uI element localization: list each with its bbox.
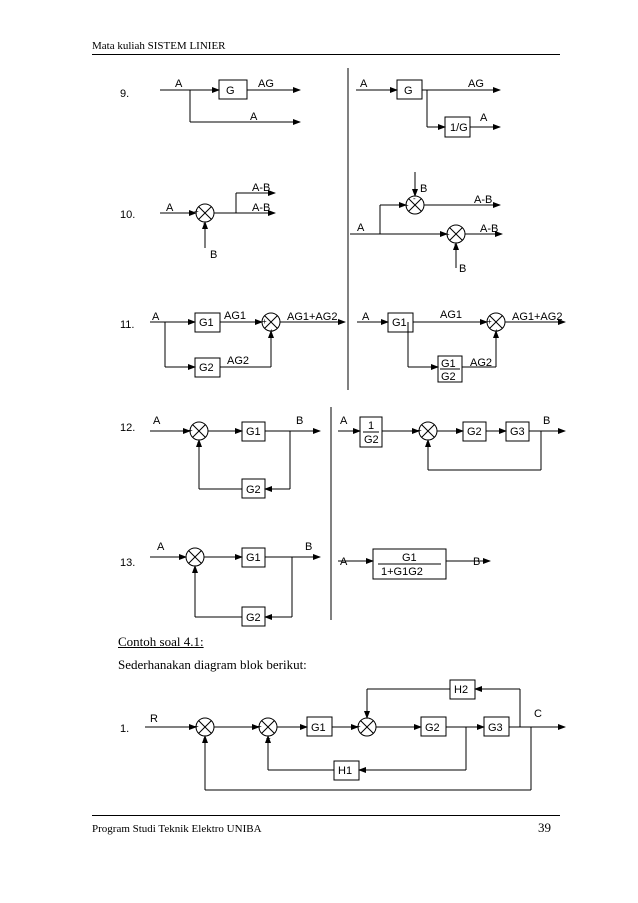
r12l-label-a: A — [153, 415, 161, 427]
r10l-label-amb2: A-B — [252, 202, 270, 214]
r10r-label-a: A — [357, 222, 365, 234]
r10r-label-b-top: B — [420, 183, 427, 195]
r11r-block-g1-inner: G1 — [441, 358, 456, 370]
r10r-bottom-plus: + — [445, 230, 450, 239]
ex1-label-r: R — [150, 713, 158, 725]
r9l-label-a2: A — [250, 111, 258, 123]
ex1-block-g2: G2 — [425, 722, 440, 734]
r13r-label-b: B — [473, 556, 480, 568]
r10r-label-amb1: A-B — [474, 194, 492, 206]
r11r-plus2: + — [494, 327, 499, 336]
ex1-block-g1: G1 — [311, 722, 326, 734]
footer-rule — [92, 815, 560, 816]
row-number-13: 13. — [120, 557, 135, 569]
header-title: Mata kuliah SISTEM LINIER — [92, 40, 226, 52]
r11r-block-g2-inner: G2 — [441, 371, 456, 383]
r12r-plus: + — [417, 426, 422, 435]
r9r-block-g: G — [404, 85, 413, 97]
r11r-label-sum: AG1+AG2 — [512, 311, 562, 323]
r9r-label-a2: A — [480, 112, 488, 124]
r10r-top-minus: - — [413, 194, 416, 203]
ex1-s2-plus: + — [257, 722, 262, 731]
r9r-label-a: A — [360, 78, 368, 90]
row-number-10: 10. — [120, 209, 135, 221]
r9r-block-invg: 1/G — [450, 122, 468, 134]
r11l-block-g1: G1 — [199, 317, 214, 329]
r12r-block-one: 1 — [368, 420, 374, 432]
ex1-block-g3: G3 — [488, 722, 503, 734]
r11l-label-ag2: AG2 — [227, 355, 249, 367]
r10r-bottom-minus: - — [454, 240, 457, 249]
r11r-label-a: A — [362, 311, 370, 323]
r12l-minus: - — [197, 438, 200, 447]
row-number-9: 9. — [120, 88, 129, 100]
r11l-plus2: + — [269, 327, 274, 336]
r13l-block-g2: G2 — [246, 612, 261, 624]
r9l-label-a: A — [175, 78, 183, 90]
example-heading: Contoh soal 4.1: — [118, 634, 204, 649]
r13r-block-g1: G1 — [402, 552, 417, 564]
r10l-minus: - — [203, 219, 206, 228]
r11r-label-ag1: AG1 — [440, 309, 462, 321]
ex1-block-h2: H2 — [454, 684, 468, 696]
r13r-label-a: A — [340, 556, 348, 568]
r10l-plus: + — [194, 207, 199, 216]
ex1-s1-plus: + — [194, 722, 199, 731]
r11l-plus1: + — [262, 317, 267, 326]
ex1-s3-minus: - — [369, 714, 372, 723]
r10l-label-a: A — [166, 202, 174, 214]
row-number-12: 12. — [120, 422, 135, 434]
ex1-s1-minus: - — [203, 734, 206, 743]
r12r-block-g2: G2 — [467, 426, 482, 438]
r11l-label-sum: AG1+AG2 — [287, 311, 337, 323]
row-number-11: 11. — [120, 319, 134, 331]
r12r-block-g3: G3 — [510, 426, 525, 438]
r11l-label-ag1: AG1 — [224, 310, 246, 322]
r12r-minus: - — [426, 438, 429, 447]
r10r-label-amb2: A-B — [480, 223, 498, 235]
r12r-block-g2-den: G2 — [364, 434, 379, 446]
r11r-label-ag2: AG2 — [470, 357, 492, 369]
r13l-label-b: B — [305, 541, 312, 553]
r12r-label-b: B — [543, 415, 550, 427]
r12l-label-b: B — [296, 415, 303, 427]
r9l-block-g: G — [226, 85, 235, 97]
header-rule — [92, 54, 560, 55]
r11r-block-g1: G1 — [392, 317, 407, 329]
r12r-label-a: A — [340, 415, 348, 427]
r12l-plus: + — [188, 426, 193, 435]
footer-program: Program Studi Teknik Elektro UNIBA — [92, 823, 262, 835]
r13l-label-a: A — [157, 541, 165, 553]
r9l-label-ag: AG — [258, 78, 274, 90]
r13r-block-den: 1+G1G2 — [381, 566, 423, 578]
r13l-block-g1: G1 — [246, 552, 261, 564]
r12l-block-g2: G2 — [246, 484, 261, 496]
r11l-block-g2: G2 — [199, 362, 214, 374]
page-number: 39 — [538, 820, 551, 835]
example-instruction: Sederhanakan diagram blok berikut: — [118, 657, 307, 672]
r10r-top-plus: + — [404, 201, 409, 210]
r11l-label-a: A — [152, 311, 160, 323]
r9r-label-ag: AG — [468, 78, 484, 90]
r10l-label-b: B — [210, 249, 217, 261]
r11r-plus1: + — [487, 317, 492, 326]
r10r-label-b-bottom: B — [459, 263, 466, 275]
r10l-label-amb1: A-B — [252, 182, 270, 194]
ex1-block-h1: H1 — [338, 765, 352, 777]
ex1-label-c: C — [534, 708, 542, 720]
r12l-block-g1: G1 — [246, 426, 261, 438]
example-number-1: 1. — [120, 723, 129, 735]
ex1-s3-plus: + — [356, 722, 361, 731]
ex1-s2-plus2: + — [266, 734, 271, 743]
